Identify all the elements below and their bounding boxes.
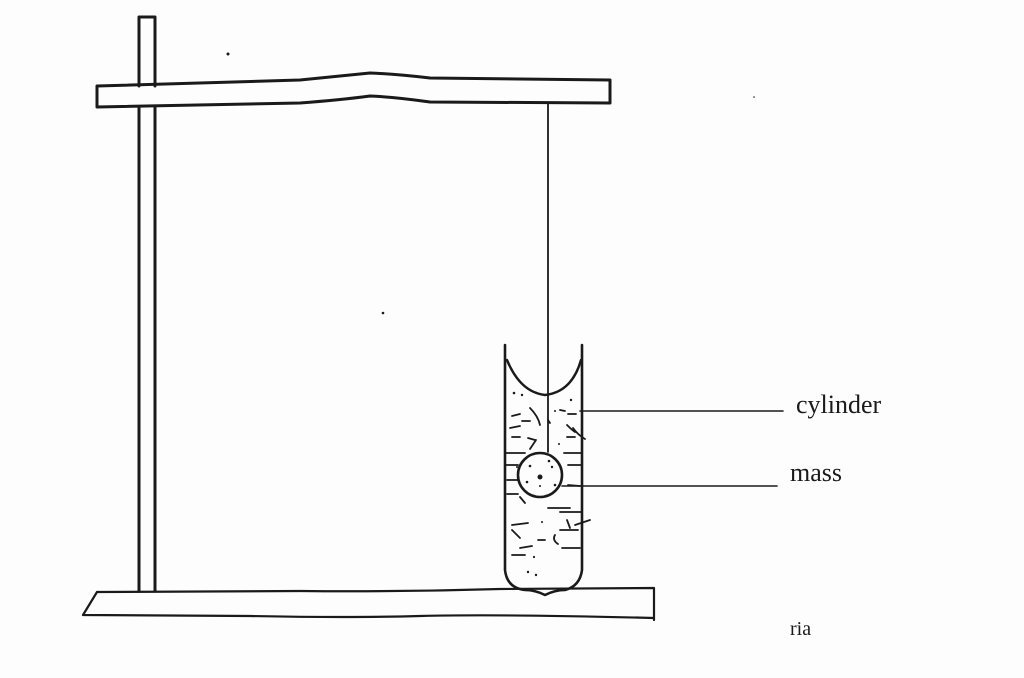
clamp-arm xyxy=(95,71,612,109)
cylinder xyxy=(503,343,591,597)
retort-stand-rod xyxy=(137,15,157,593)
stand-base xyxy=(81,586,656,622)
mass-label: mass xyxy=(790,458,842,487)
mass xyxy=(516,451,564,499)
cylinder-label: cylinder xyxy=(796,390,882,419)
figure-tag: ria xyxy=(790,618,812,640)
